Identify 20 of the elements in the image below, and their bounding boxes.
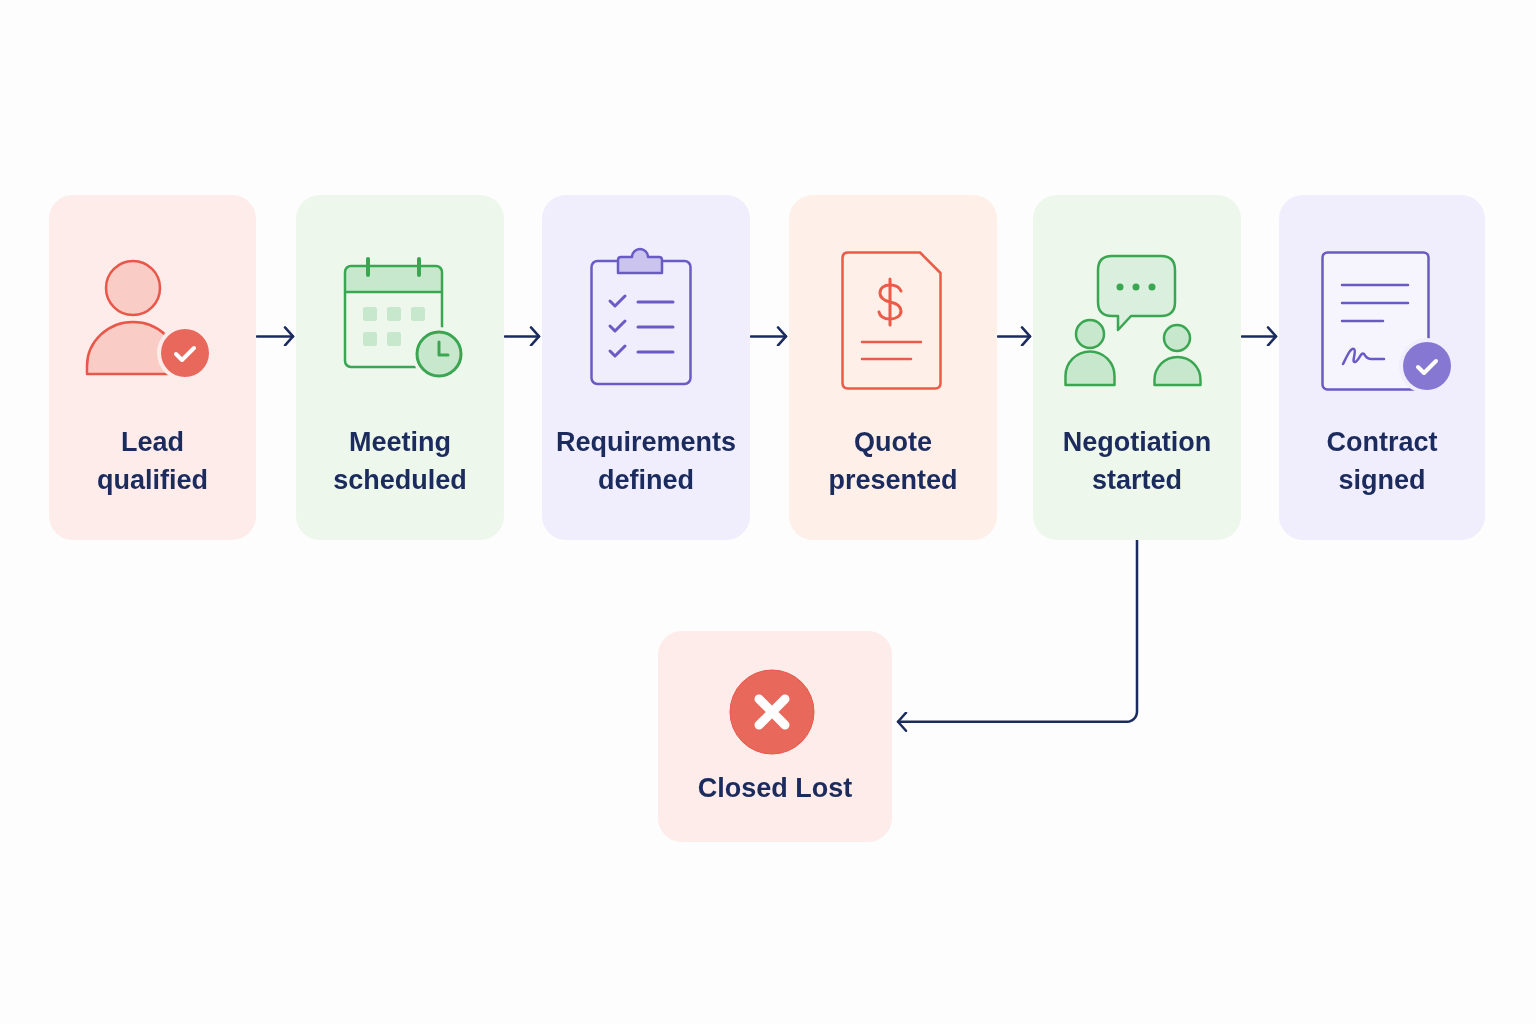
arrow xyxy=(749,326,788,347)
stage-card xyxy=(542,195,750,540)
stage-card xyxy=(1033,195,1241,540)
arrow xyxy=(1240,326,1278,347)
arrow xyxy=(896,538,1139,732)
arrow xyxy=(503,326,541,347)
stage-label: Closed Lost xyxy=(697,772,853,805)
stage-card xyxy=(296,195,504,540)
stage-card xyxy=(789,195,997,540)
arrow xyxy=(996,326,1032,347)
stage-label: Quote presented xyxy=(828,426,958,497)
stage-label: Negotiation started xyxy=(1062,426,1212,497)
stage-card xyxy=(1279,195,1485,540)
stage-label: Meeting scheduled xyxy=(333,426,467,497)
stage-label: Requirements defined xyxy=(555,426,737,497)
stage-label: Contract signed xyxy=(1326,426,1438,497)
stage-card xyxy=(49,195,256,540)
arrow xyxy=(255,326,295,347)
outcome-card xyxy=(658,631,892,842)
stage-label: Lead qualified xyxy=(97,426,208,497)
